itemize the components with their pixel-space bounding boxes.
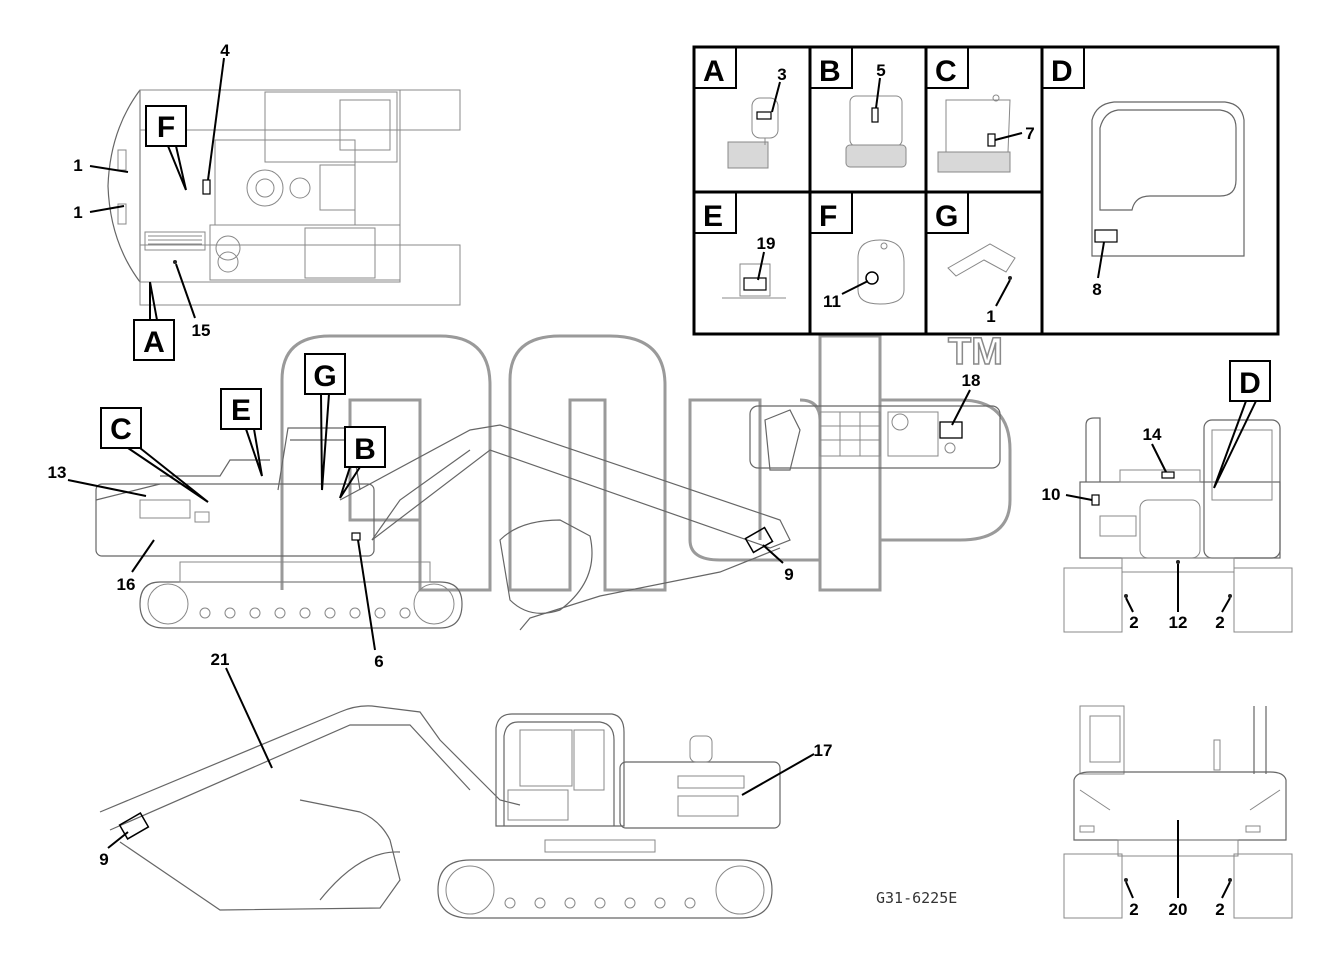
inset-letter-c: C bbox=[935, 55, 957, 88]
callout-5: 5 bbox=[876, 61, 885, 80]
inset-letter-d: D bbox=[1051, 55, 1073, 88]
callout-20: 20 bbox=[1169, 900, 1188, 919]
side-view-drawing bbox=[95, 405, 1001, 631]
inset-b-part bbox=[845, 95, 907, 168]
inset-letter-e: E bbox=[703, 200, 723, 233]
top-view-callouts: F A 4 1 1 15 bbox=[73, 41, 230, 361]
watermark-tm: TM bbox=[948, 331, 1003, 373]
callout-1-upper: 1 bbox=[73, 156, 82, 175]
callout-18: 18 bbox=[962, 371, 981, 390]
drawing-code: G31-6225E bbox=[876, 889, 957, 907]
callout-2-rear-left: 2 bbox=[1129, 900, 1138, 919]
callout-6: 6 bbox=[374, 652, 383, 671]
inset-c-part bbox=[937, 94, 1011, 173]
callout-21: 21 bbox=[211, 650, 230, 669]
callout-17: 17 bbox=[814, 741, 833, 760]
callout-19: 19 bbox=[757, 234, 776, 253]
inset-d-door bbox=[1091, 101, 1245, 257]
callout-2-front-left: 2 bbox=[1129, 613, 1138, 632]
inset-e-part bbox=[722, 263, 786, 299]
lower-view-callouts: 21 9 17 bbox=[99, 650, 832, 869]
inset-letter-a: A bbox=[703, 55, 725, 88]
callout-1-lower: 1 bbox=[73, 203, 82, 222]
inset-f-part bbox=[857, 239, 905, 305]
callout-2-front-right: 2 bbox=[1215, 613, 1224, 632]
callout-9-side: 9 bbox=[784, 565, 793, 584]
front-view-callouts: D 14 10 2 12 2 bbox=[1042, 360, 1271, 632]
callout-11: 11 bbox=[823, 292, 841, 311]
inset-g-part bbox=[947, 243, 1016, 280]
inset-letter-g: G bbox=[935, 200, 958, 233]
callout-13: 13 bbox=[48, 463, 67, 482]
callout-16: 16 bbox=[117, 575, 136, 594]
callout-7: 7 bbox=[1025, 124, 1034, 143]
callout-4: 4 bbox=[220, 41, 230, 60]
box-label-b-side: B bbox=[354, 433, 376, 466]
inset-grid: A B C D E F G 3 5 7 bbox=[692, 45, 1280, 336]
lower-view-drawing bbox=[99, 705, 781, 919]
front-view-drawing bbox=[1063, 417, 1293, 633]
rear-view-drawing bbox=[1063, 705, 1293, 919]
box-label-g-side: G bbox=[313, 360, 336, 393]
inset-letter-f: F bbox=[819, 200, 837, 233]
side-view-callouts: C E G B 13 16 6 9 18 bbox=[48, 353, 981, 671]
box-label-a-top: A bbox=[143, 326, 165, 359]
callout-2-rear-right: 2 bbox=[1215, 900, 1224, 919]
box-label-d-front: D bbox=[1239, 367, 1261, 400]
callout-14: 14 bbox=[1143, 425, 1162, 444]
callout-3: 3 bbox=[777, 65, 786, 84]
inset-a-part bbox=[727, 97, 779, 169]
decal-4-marker bbox=[202, 179, 211, 195]
box-label-e-side: E bbox=[231, 394, 251, 427]
box-label-c-side: C bbox=[110, 413, 132, 446]
callout-8: 8 bbox=[1092, 280, 1101, 299]
callout-1-g: 1 bbox=[986, 307, 995, 326]
box-label-f-top: F bbox=[157, 111, 175, 144]
callout-10: 10 bbox=[1042, 485, 1061, 504]
callout-15: 15 bbox=[192, 321, 211, 340]
watermark-logo: TM bbox=[280, 330, 1012, 592]
top-view-drawing bbox=[107, 89, 461, 306]
inset-letter-b: B bbox=[819, 55, 841, 88]
callout-9-lower: 9 bbox=[99, 850, 108, 869]
rear-view-callouts: 2 20 2 bbox=[1125, 820, 1231, 919]
callout-12: 12 bbox=[1169, 613, 1188, 632]
